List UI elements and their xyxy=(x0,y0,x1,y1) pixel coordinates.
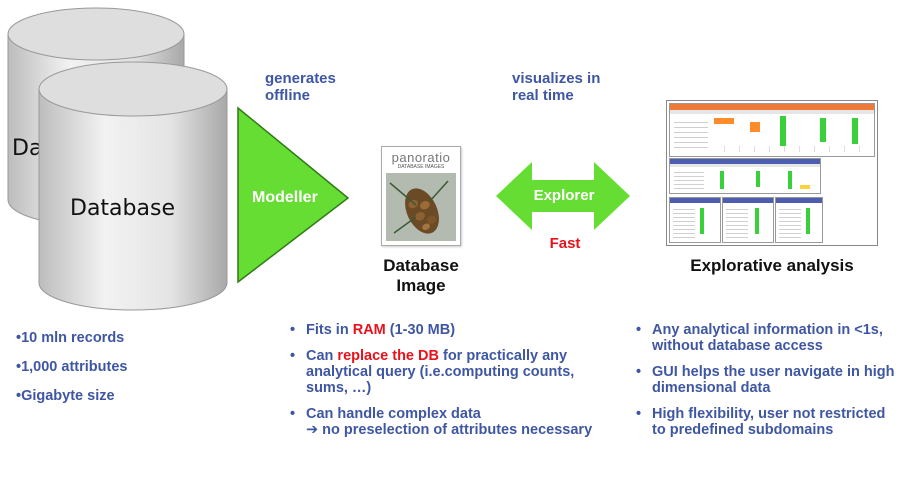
database-cylinder-front xyxy=(38,61,228,311)
database-front-label: Database xyxy=(70,196,175,221)
gui-window-bottom-right xyxy=(775,197,823,243)
arrow-right-icon: ➔ xyxy=(306,422,319,438)
right-bullet-item: •High flexibility, user not restricted t… xyxy=(636,406,886,438)
gui-window-bottom-left xyxy=(669,197,721,243)
middle-bullet-item: •Can replace the DB for practically any … xyxy=(290,348,575,396)
left-bullet-item: •1,000 attributes xyxy=(16,359,128,375)
left-bullet-item: •Gigabyte size xyxy=(16,388,115,404)
middle-bullet-list: •Fits in RAM (1-30 MB) •Can replace the … xyxy=(290,322,610,448)
explorer-label: Explorer xyxy=(533,187,595,204)
modeller-label: Modeller xyxy=(252,189,318,206)
fast-label: Fast xyxy=(549,235,581,252)
left-bullet-item: •10 mln records xyxy=(16,330,125,346)
right-bullet-item: •GUI helps the user navigate in high dim… xyxy=(636,364,895,396)
gui-window-middle xyxy=(669,158,821,194)
left-bullet-list: •10 mln records •1,000 attributes •Gigab… xyxy=(16,330,216,404)
database-back-label: Da xyxy=(12,136,43,161)
explorative-analysis-label: Explorative analysis xyxy=(690,256,854,275)
visualizes-realtime-text: visualizes in real time xyxy=(512,70,601,104)
explorer-double-arrow xyxy=(496,162,630,230)
gui-window-top xyxy=(669,103,875,157)
panoratio-logo: panoratio xyxy=(391,150,451,165)
explorative-gui-screenshot xyxy=(666,100,878,246)
generates-offline-text: generates offline xyxy=(265,70,336,104)
modeller-triangle xyxy=(237,106,350,284)
middle-bullet-item: •Can handle complex data➔ no preselectio… xyxy=(290,406,593,438)
right-bullet-list: •Any analytical information in <1s, with… xyxy=(636,322,898,448)
database-image-label: Database Image xyxy=(383,256,459,295)
panoratio-subtitle: DATABASE IMAGES xyxy=(397,164,445,170)
middle-bullet-item: •Fits in RAM (1-30 MB) xyxy=(290,322,456,338)
right-bullet-item: •Any analytical information in <1s, with… xyxy=(636,322,883,354)
gui-window-bottom-mid xyxy=(722,197,774,243)
database-image-card: panoratio DATABASE IMAGES xyxy=(381,146,461,246)
pine-cone-image xyxy=(386,173,456,241)
